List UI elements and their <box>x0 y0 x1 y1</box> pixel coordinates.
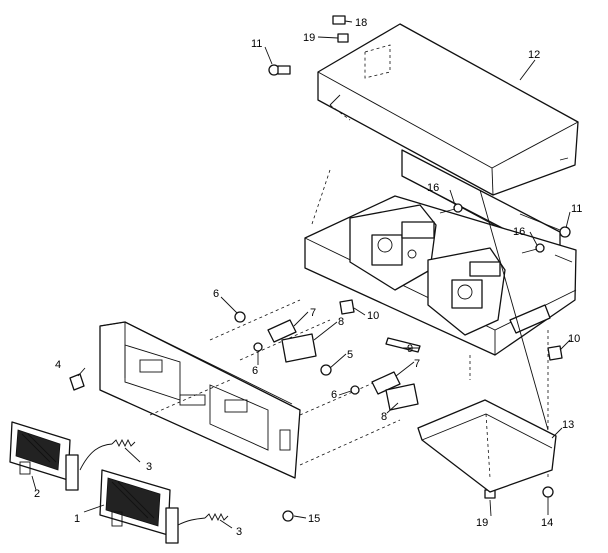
bracket-7-lower <box>371 371 401 395</box>
callout-9: 9 <box>407 343 413 355</box>
callout-12: 12 <box>528 49 540 61</box>
callout-5: 5 <box>347 349 353 361</box>
callout-6-middle: 6 <box>252 365 258 377</box>
callout-labels: 18 19 11 12 16 11 16 6 7 10 8 10 9 5 4 6… <box>34 17 582 538</box>
screw-6-middle <box>253 342 263 352</box>
callout-8-lower: 8 <box>381 411 387 423</box>
deck-chassis <box>304 195 577 356</box>
screw-14 <box>542 486 554 505</box>
callout-3-lower: 3 <box>236 526 242 538</box>
callout-2: 2 <box>34 488 40 500</box>
mounting-guides <box>149 104 549 480</box>
cassette-door-lower <box>99 469 179 544</box>
screw-11-left <box>268 64 291 76</box>
callout-19-bottom: 19 <box>476 517 488 529</box>
screw-11-right <box>519 213 571 238</box>
screw-16-left <box>439 203 463 214</box>
screw-6-lower <box>350 385 360 395</box>
head-8-lower <box>385 383 419 411</box>
spring-lower <box>177 512 229 526</box>
knob-4 <box>69 373 85 391</box>
callout-14: 14 <box>541 517 553 529</box>
callout-6-lower: 6 <box>331 389 337 401</box>
callout-16-right: 16 <box>513 226 525 238</box>
callout-7-upper: 7 <box>310 307 316 319</box>
top-cover <box>317 23 579 196</box>
spring-upper <box>79 438 136 471</box>
callout-1: 1 <box>74 513 80 525</box>
bracket-7-upper <box>267 319 297 343</box>
callout-10-right: 10 <box>568 333 580 345</box>
callout-3-upper: 3 <box>146 461 152 473</box>
front-panel <box>99 321 301 479</box>
callout-18: 18 <box>355 17 367 29</box>
callout-8-upper: 8 <box>338 316 344 328</box>
callout-11-right: 11 <box>571 203 582 215</box>
clip-18 <box>332 15 346 25</box>
callout-7-lower: 7 <box>414 358 420 370</box>
screw-6-upper <box>234 311 246 323</box>
callout-16-left: 16 <box>427 182 439 194</box>
lever-9 <box>385 337 421 353</box>
screw-15 <box>282 510 294 522</box>
callout-13: 13 <box>562 419 574 431</box>
foot-10-right <box>547 345 563 361</box>
callout-6-upper: 6 <box>213 288 219 300</box>
screw-5-upper <box>320 364 332 376</box>
bottom-plate <box>417 399 557 493</box>
cassette-door-upper <box>9 421 79 491</box>
callout-4: 4 <box>55 359 61 371</box>
callout-15: 15 <box>308 513 320 525</box>
screw-16-right <box>521 243 545 254</box>
leader-lines <box>31 20 571 529</box>
clip-19-top <box>337 33 349 43</box>
head-8-upper <box>281 333 317 363</box>
callout-19-top: 19 <box>303 32 315 44</box>
callout-10-left: 10 <box>367 310 379 322</box>
foot-10-left <box>339 299 355 315</box>
callout-11-left: 11 <box>251 38 262 50</box>
